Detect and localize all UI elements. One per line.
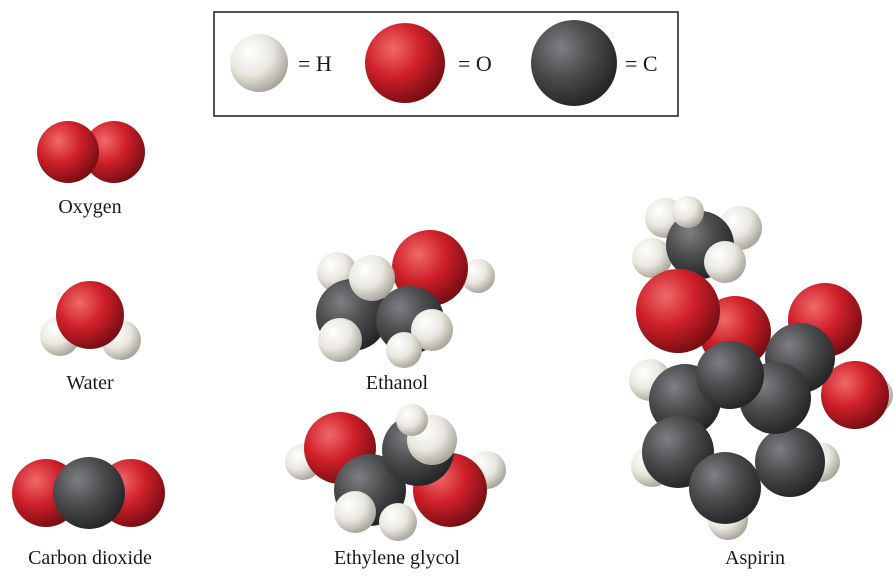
carbon-dioxide-molecule-model [12,457,165,529]
ethylene-glycol-label: Ethylene glycol [333,547,461,569]
oxygen-atom-key [365,23,445,103]
aspirin-molecule-model [629,196,893,540]
legend-label-carbon: = C [625,51,658,76]
carbon-dioxide-label: Carbon dioxide [28,547,152,569]
hydrogen-atom-key [230,34,288,92]
legend-label-oxygen: = O [458,51,492,76]
carbon-atom-key [531,20,617,106]
oxygen-molecule-model [37,121,145,183]
oxygen-label: Oxygen [58,196,122,218]
water-label: Water [66,372,114,394]
legend: = H = O = C [213,11,679,117]
ethylene-glycol-molecule-model [285,404,506,541]
ethanol-molecule-model [316,230,495,368]
ethanol-label: Ethanol [365,372,429,394]
water-molecule-model [40,281,141,360]
aspirin-label: Aspirin [725,547,785,569]
legend-label-hydrogen: = H [298,51,332,76]
